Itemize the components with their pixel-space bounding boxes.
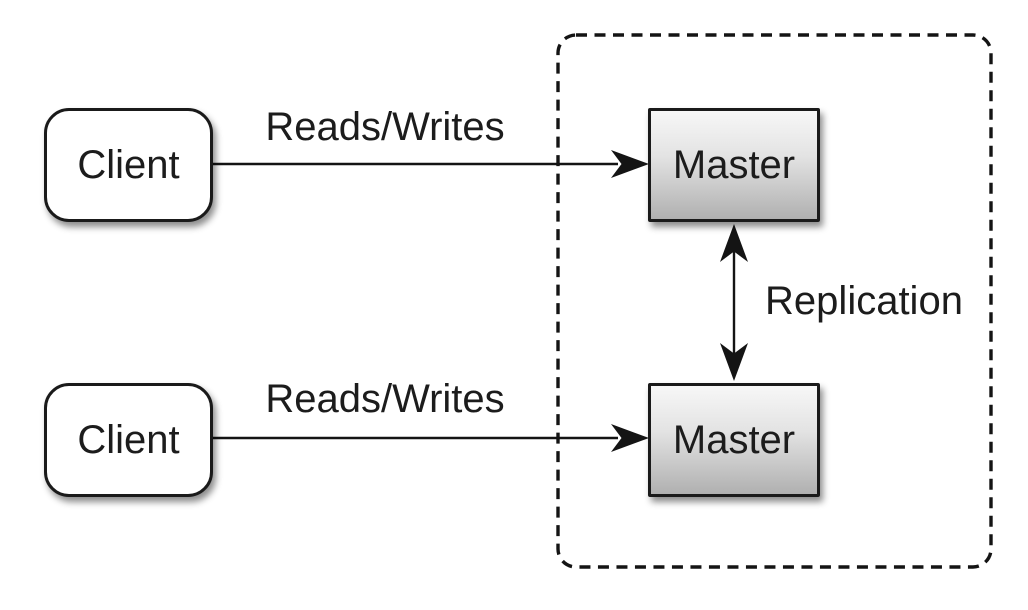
arrow-reads-writes-bottom bbox=[213, 424, 649, 452]
client-node-bottom: Client bbox=[44, 383, 213, 497]
master-node-bottom-label: Master bbox=[672, 418, 796, 462]
arrow-replication bbox=[720, 224, 748, 381]
replication-group-boundary bbox=[556, 33, 993, 569]
arrow-reads-writes-top bbox=[213, 150, 649, 178]
client-node-top: Client bbox=[44, 108, 213, 222]
arrowhead-right-icon bbox=[611, 424, 649, 452]
arrowhead-down-icon bbox=[720, 343, 748, 381]
arrowhead-up-icon bbox=[720, 224, 748, 262]
replication-label: Replication bbox=[765, 279, 963, 323]
master-node-bottom: Master bbox=[648, 383, 820, 497]
arrowhead-right-icon bbox=[611, 150, 649, 178]
reads-writes-label-top: Reads/Writes bbox=[265, 105, 505, 149]
client-node-bottom-label: Client bbox=[77, 418, 180, 462]
master-node-top-label: Master bbox=[672, 143, 796, 187]
client-node-top-label: Client bbox=[77, 143, 180, 187]
master-node-top: Master bbox=[648, 108, 820, 222]
reads-writes-label-bottom: Reads/Writes bbox=[265, 377, 505, 421]
